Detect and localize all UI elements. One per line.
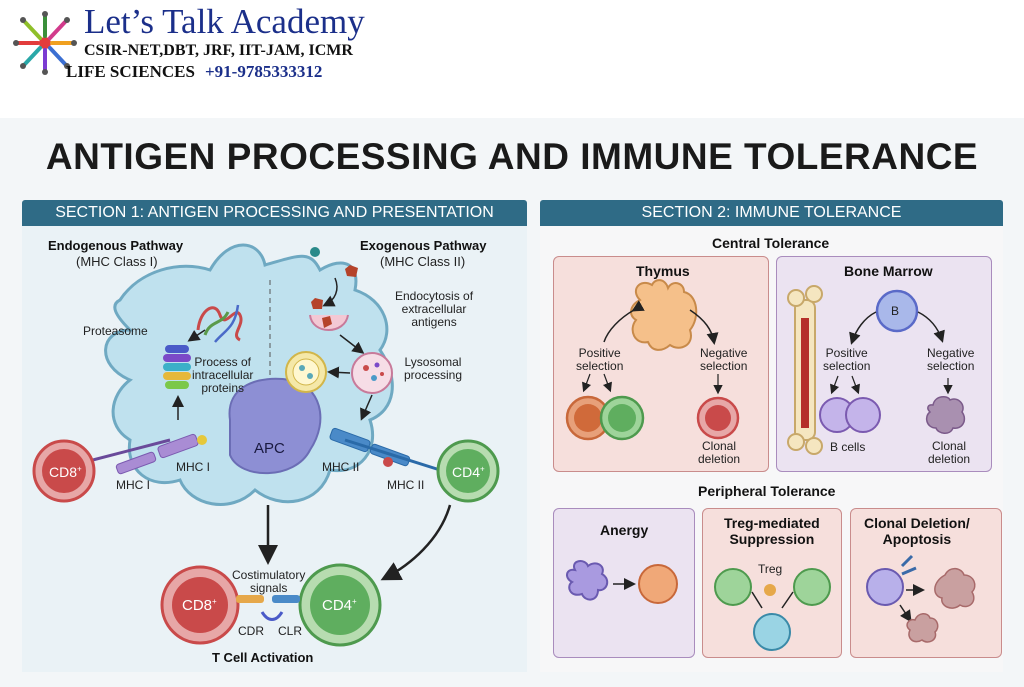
costimulatory-receptors	[236, 595, 300, 621]
protein-squiggle-icon	[196, 306, 243, 342]
apc-small-icon	[566, 560, 609, 601]
arrow-icon	[899, 604, 912, 623]
exogenous-title: Exogenous Pathway	[360, 238, 487, 253]
antigen-icon	[310, 247, 320, 257]
mhc1-complex	[84, 433, 207, 475]
apc-label: APC	[254, 440, 285, 457]
protein-squiggle-icon	[214, 304, 240, 343]
brand-title: Let’s Talk Academy	[84, 2, 365, 41]
apoptotic-cell-icon	[925, 395, 966, 434]
b-cell-label: B	[891, 304, 900, 318]
inhibit-icon	[781, 591, 794, 609]
treg-cell-icon	[753, 613, 791, 651]
cd4-activation-label: CD4+	[322, 597, 357, 614]
antigen-icon	[345, 265, 358, 277]
proteasome-icon	[163, 345, 191, 389]
exogenous-subtitle: (MHC Class II)	[380, 254, 466, 269]
cd8-activation-label: CD8+	[182, 597, 217, 614]
arrow-icon	[582, 373, 592, 393]
section1-header: SECTION 1: ANTIGEN PROCESSING AND PRESEN…	[22, 200, 527, 226]
arrow-icon	[380, 504, 452, 581]
bone-icon	[787, 285, 823, 455]
central-tolerance-title: Central Tolerance	[712, 235, 830, 251]
apoptotic-cell-icon	[934, 567, 976, 609]
arrow-icon	[327, 366, 351, 379]
arrow-icon	[849, 311, 877, 345]
arrow-icon	[602, 373, 612, 393]
b-cells-label: B cells	[830, 440, 866, 454]
cd4-label: CD4+	[452, 464, 485, 480]
brand-field: LIFE SCIENCES	[66, 62, 195, 81]
arrow-icon	[689, 309, 719, 345]
thymus-icon	[630, 279, 698, 351]
bone-marrow-title: Bone Marrow	[844, 263, 933, 279]
academy-logo	[13, 11, 77, 75]
arrow-icon	[850, 375, 860, 395]
proteasome-label: Proteasome	[83, 324, 148, 338]
arrow-icon	[339, 334, 365, 354]
protein-squiggle-icon	[203, 311, 230, 336]
anergic-tcell-icon	[638, 564, 678, 604]
inhibit-icon	[751, 591, 763, 609]
peripheral-tolerance-title: Peripheral Tolerance	[698, 483, 836, 499]
apc-nucleus	[228, 377, 322, 475]
brand-subtitle: CSIR-NET,DBT, JRF, IIT-JAM, ICMR	[84, 42, 353, 59]
treg-label: Treg	[758, 562, 783, 576]
tcell-icon	[793, 568, 831, 606]
cdr-label: CDR	[238, 624, 264, 638]
mhc1-inner-label: MHC I	[176, 460, 210, 474]
mhc2-complex	[329, 427, 441, 472]
treg-signal-icon	[764, 584, 776, 596]
brand-phone: +91-9785333312	[204, 62, 323, 81]
page-title: ANTIGEN PROCESSING AND IMMUNE TOLERANCE	[45, 136, 979, 177]
mhc2-inner-label: MHC II	[322, 460, 360, 474]
arrow-icon	[322, 277, 338, 307]
tcell-icon	[866, 568, 904, 606]
mhc2-outer-label: MHC II	[387, 478, 425, 492]
brand-contact: LIFE SCIENCES +91-9785333312	[66, 62, 322, 82]
cd8-label: CD8+	[49, 464, 82, 480]
b-cell-icon	[845, 397, 881, 433]
b-cell-icon	[875, 289, 919, 333]
endogenous-subtitle: (MHC Class I)	[76, 254, 158, 269]
thymus-title: Thymus	[636, 263, 690, 279]
activation-label: T Cell Activation	[212, 650, 314, 665]
endogenous-title: Endogenous Pathway	[48, 238, 184, 253]
arrow-icon	[917, 311, 945, 343]
receptor-icon	[900, 554, 917, 576]
apoptosis-title: Clonal Deletion/Apoptosis	[864, 515, 970, 547]
arrow-icon	[830, 375, 840, 395]
arrow-icon	[603, 300, 645, 343]
section2-header: SECTION 2: IMMUNE TOLERANCE	[540, 200, 1003, 226]
mhc1-outer-label: MHC I	[116, 478, 150, 492]
arrow-icon	[187, 329, 206, 342]
lysosome-icon	[351, 352, 393, 394]
antigen-icon	[311, 298, 323, 309]
tcell-icon	[714, 568, 752, 606]
anergy-title: Anergy	[600, 522, 649, 538]
apoptotic-cell-icon	[906, 613, 939, 643]
clr-label: CLR	[278, 624, 303, 638]
brand-header	[0, 0, 1024, 118]
arrow-icon	[360, 394, 373, 421]
